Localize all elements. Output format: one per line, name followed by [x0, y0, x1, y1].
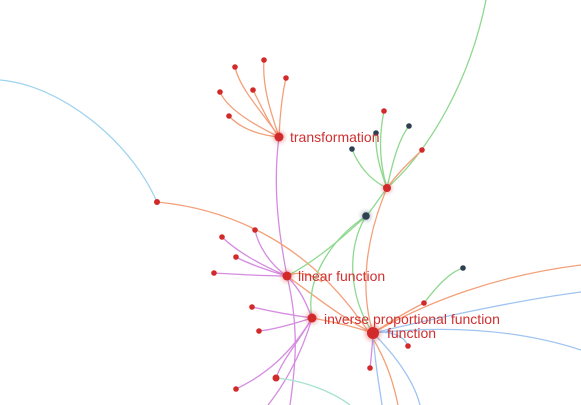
node-transformation[interactable]: [273, 131, 285, 143]
edge: [372, 332, 383, 405]
node[interactable]: [460, 265, 466, 271]
node[interactable]: [283, 75, 289, 81]
node[interactable]: [272, 374, 280, 382]
edge: [213, 272, 288, 277]
label-function: function: [387, 325, 436, 341]
label-inverse-proportional-function: inverse proportional function: [324, 311, 500, 327]
node-linear-function[interactable]: [281, 270, 293, 282]
edge: [219, 91, 280, 138]
edge: [423, 267, 464, 304]
node[interactable]: [373, 130, 379, 136]
node[interactable]: [233, 254, 239, 260]
edge: [352, 215, 374, 334]
node[interactable]: [226, 113, 232, 119]
edge: [351, 148, 388, 189]
node[interactable]: [381, 108, 387, 114]
edge: [386, 149, 423, 189]
edge: [286, 215, 367, 277]
node-hub-dark[interactable]: [361, 211, 371, 221]
node[interactable]: [154, 199, 160, 205]
node-inverse-proportional-function[interactable]: [306, 312, 318, 324]
nodes: [154, 57, 466, 392]
label-transformation: transformation: [290, 129, 379, 145]
leaf-nodes: [154, 57, 427, 392]
edge: [267, 317, 313, 405]
edge: [372, 332, 421, 405]
edge: [275, 136, 288, 277]
node[interactable]: [211, 270, 217, 276]
node[interactable]: [405, 343, 411, 349]
node[interactable]: [367, 365, 373, 371]
node[interactable]: [256, 328, 262, 334]
dark-leaf-nodes: [349, 123, 466, 271]
node[interactable]: [249, 304, 255, 310]
edge: [286, 275, 296, 405]
node-function[interactable]: [365, 325, 381, 341]
edge: [372, 264, 581, 334]
node[interactable]: [406, 123, 412, 129]
node[interactable]: [421, 300, 427, 306]
edge: [0, 79, 158, 203]
node[interactable]: [217, 89, 223, 95]
edge: [386, 0, 487, 189]
edge: [221, 236, 288, 277]
edge: [156, 201, 361, 321]
edge: [365, 187, 388, 217]
edge: [286, 275, 374, 334]
edge: [365, 187, 388, 334]
edge: [251, 306, 313, 319]
node[interactable]: [419, 147, 425, 153]
edge: [372, 291, 581, 334]
node[interactable]: [349, 146, 355, 152]
edge: [275, 377, 351, 405]
node[interactable]: [233, 386, 239, 392]
edge: [310, 215, 367, 319]
node[interactable]: [250, 87, 256, 93]
edge: [379, 110, 388, 189]
edge: [386, 125, 410, 189]
node[interactable]: [232, 64, 238, 70]
edge: [258, 317, 313, 332]
edge: [278, 77, 287, 138]
node[interactable]: [219, 234, 225, 240]
edge: [359, 319, 399, 405]
node[interactable]: [252, 227, 258, 233]
labels: transformation linear function inverse p…: [290, 129, 500, 341]
label-linear-function: linear function: [298, 268, 385, 284]
node-hub[interactable]: [382, 183, 392, 193]
edge: [263, 59, 280, 138]
node[interactable]: [261, 57, 267, 63]
edge: [235, 317, 313, 390]
edge: [372, 328, 581, 351]
